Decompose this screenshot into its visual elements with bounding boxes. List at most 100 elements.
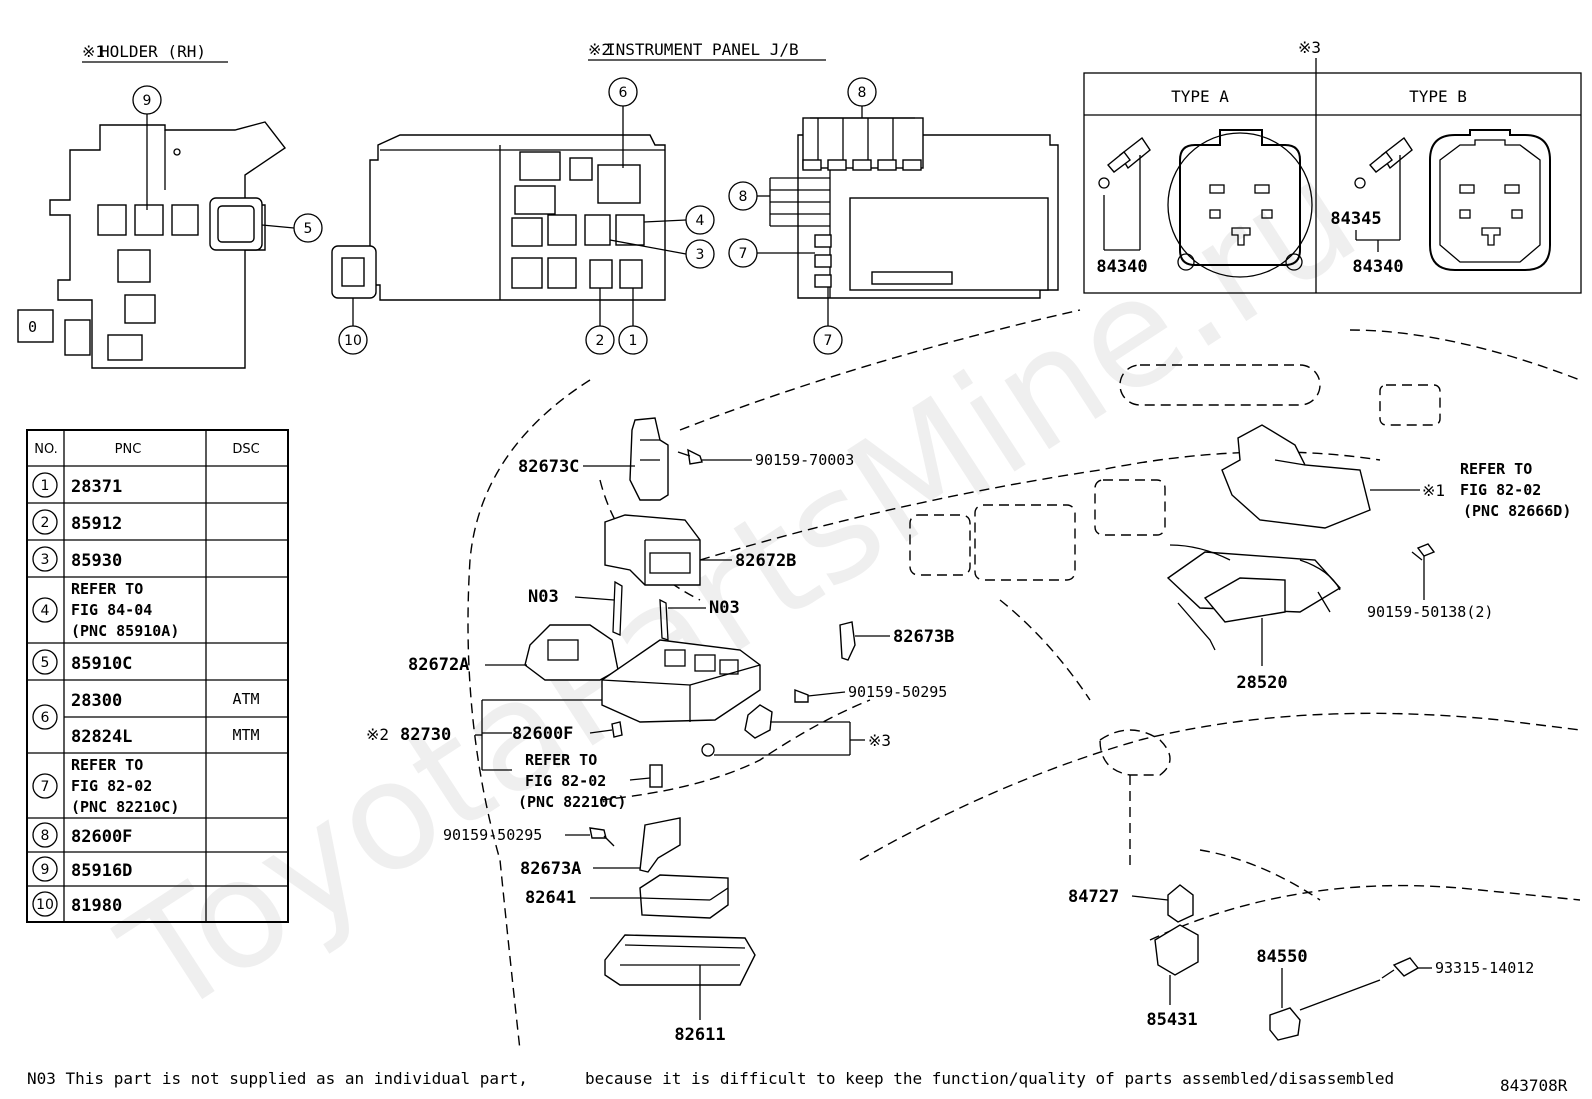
bracket-82673a: 82673A [520,817,681,879]
clip-84550: 84550 [1256,947,1308,1041]
type-b-part-84345: 84345 [1330,209,1381,229]
type-a-connector: 84340 [1096,129,1313,278]
type-b-label: TYPE B [1409,87,1467,106]
svg-text:85930: 85930 [71,551,122,571]
svg-text:81980: 81980 [71,896,122,916]
svg-text:85912: 85912 [71,514,122,534]
table-header-pnc: PNC [115,442,142,457]
svg-text:28371: 28371 [71,477,122,497]
footer-note-left: N03 This part is not supplied as an indi… [27,1069,528,1088]
svg-text:82673A: 82673A [520,859,581,879]
svg-text:9: 9 [143,93,152,109]
svg-text:8: 8 [41,828,50,844]
svg-text:8: 8 [858,85,867,101]
jb-callout-6: 6 [608,77,638,168]
jb-callout-8-top: 8 [810,77,915,119]
jb-callout-7-left: 7 [728,238,815,268]
svg-text:(PNC 82666D): (PNC 82666D) [1463,502,1571,520]
svg-text:9: 9 [41,862,50,878]
table-row: 7 REFER TO FIG 82-02 (PNC 82210C) [32,756,179,816]
bolt-93315-14012: 93315-14012 [1299,957,1534,1011]
svg-text:FIG 82-02: FIG 82-02 [71,777,152,795]
svg-text:90159-50295: 90159-50295 [848,683,947,701]
switch-types-panel: ※3 TYPE A TYPE B [1083,38,1582,294]
svg-text:(PNC 85910A): (PNC 85910A) [71,622,179,640]
svg-text:28300: 28300 [71,691,122,711]
screw-90159-50295-upper: 90159-50295 [794,683,947,703]
table-row: 4 REFER TO FIG 84-04 (PNC 85910A) [32,580,179,640]
table-header-no: NO. [34,442,58,457]
jb-callout-8-left: 8 [728,178,771,226]
svg-text:5: 5 [41,655,50,671]
holder-callout-5: 5 [261,213,323,243]
svg-text:MTM: MTM [232,726,259,744]
svg-text:2: 2 [596,333,605,349]
switch-84727: 84727 [1068,884,1194,923]
svg-text:8: 8 [739,189,748,205]
svg-text:0: 0 [28,318,37,336]
svg-text:7: 7 [824,333,833,349]
svg-text:90159-50295: 90159-50295 [443,826,542,844]
screw-90159-70003: 90159-70003 [677,448,854,469]
svg-text:3: 3 [41,552,50,568]
dashboard-outline [467,309,1581,1051]
holder-callout-9: 9 [132,85,162,210]
figure-code: 843708R [1500,1076,1568,1095]
jb-callout-4: 4 [643,205,715,235]
table-row: 1 28371 [32,472,122,498]
footer-note-right: because it is difficult to keep the func… [585,1069,1394,1088]
jb-heading-title: INSTRUMENT PANEL J/B [606,40,799,59]
table-row: 5 85910C [32,649,132,675]
jb-callout-3: 3 [609,239,715,269]
svg-text:7: 7 [739,246,748,262]
n03-left: N03 [528,580,623,636]
svg-text:REFER TO: REFER TO [1460,460,1532,478]
svg-text:REFER TO: REFER TO [71,580,143,598]
footer-note: N03 This part is not supplied as an indi… [27,1069,1568,1095]
svg-text:90159-50138(2): 90159-50138(2) [1367,603,1493,621]
svg-text:28520: 28520 [1236,673,1287,693]
holder-drawing: 0 [17,121,287,369]
svg-text:90159-70003: 90159-70003 [755,451,854,469]
cover-82641: 82641 [525,874,729,919]
svg-text:82672B: 82672B [735,551,796,571]
svg-text:85916D: 85916D [71,861,132,881]
junction-block-rear-view [770,117,1059,299]
svg-text:ATM: ATM [232,690,259,708]
svg-text:FIG 84-04: FIG 84-04 [71,601,152,619]
svg-text:REFER TO: REFER TO [525,751,597,769]
switch-85431: 85431 [1146,924,1199,1030]
svg-text:FIG 82-02: FIG 82-02 [525,772,606,790]
svg-text:1: 1 [41,478,50,494]
holder-heading: ※1 HOLDER (RH) [82,42,228,63]
svg-text:N03: N03 [528,587,559,607]
jb-callout-10: 10 [338,298,368,355]
n03-right: N03 [659,598,740,641]
table-header-dsc: DSC [232,442,259,457]
svg-text:82673B: 82673B [893,627,954,647]
table-row: 2 85912 [32,509,122,535]
svg-text:6: 6 [619,85,628,101]
svg-text:6: 6 [41,710,50,726]
table-row: 6 28300 82824L ATM MTM [32,690,260,747]
relay-82672a: 82672A [408,624,619,681]
bracket-82673c: 82673C [518,417,669,501]
jb-callout-1: 1 [618,288,648,355]
junction-block-82730 [601,639,761,723]
jb-heading-mark: ※2 [588,40,611,59]
svg-text:5: 5 [304,221,313,237]
bracket-82673b: 82673B [839,621,954,661]
svg-text:2: 2 [41,515,50,531]
relay-82672b: 82672B [604,514,796,586]
svg-text:10: 10 [344,333,362,349]
jb-callout-2: 2 [585,288,615,355]
svg-text:(PNC 82210C): (PNC 82210C) [518,793,626,811]
svg-text:82824L: 82824L [71,727,132,747]
svg-text:82730: 82730 [400,725,451,745]
screw-90159-50295-lower: 90159-50295 [443,826,615,847]
svg-text:※1: ※1 [1422,481,1445,500]
svg-text:82611: 82611 [674,1025,725,1045]
switch-types-mark: ※3 [1298,38,1321,57]
svg-text:REFER TO: REFER TO [71,756,143,774]
